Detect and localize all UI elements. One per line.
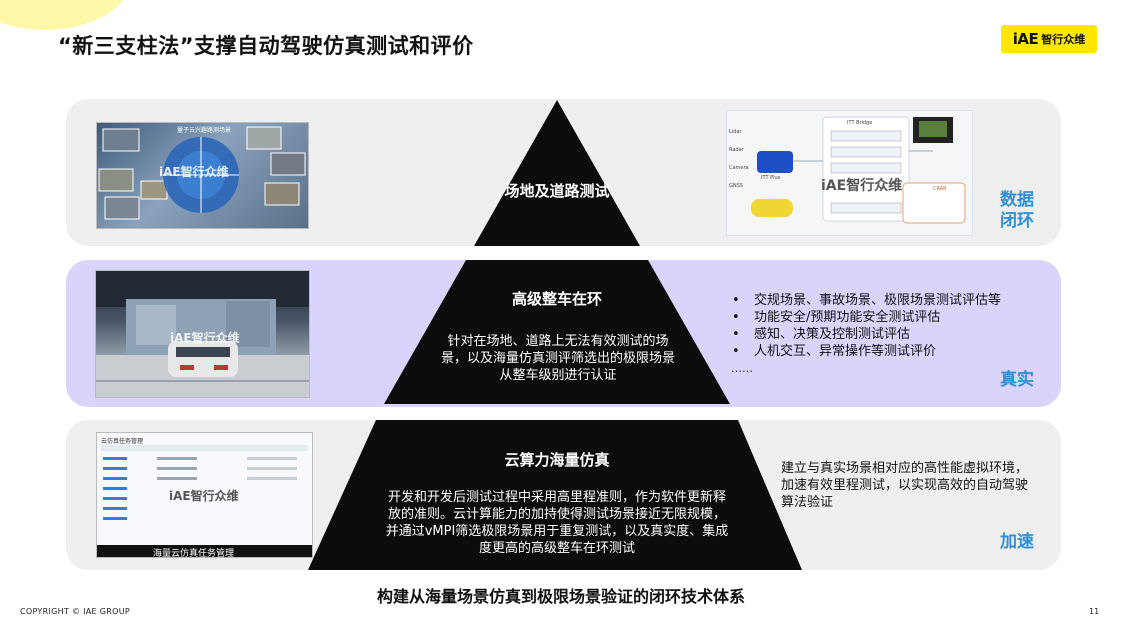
bullet-item: •交规场景、事故场景、极限场景测试评估等 <box>732 293 1002 308</box>
slide-title: “新三支柱法”支撑自动驾驶仿真测试和评价 <box>58 34 474 58</box>
cloud-task-screenshot: 云仿真任务管理 iAE智行众维 海量云仿真任务管理 <box>96 432 313 558</box>
itt-plus-label: ITT Plus <box>761 175 781 181</box>
logo-mark: iAE <box>1012 30 1039 48</box>
test-bridge-diagram: Lidar Radar Camera GNSS ITT Bridge ITT P… <box>726 110 973 236</box>
tier-top-title: 场地及道路测试 <box>504 182 610 200</box>
badge-data-closed-loop: 数据闭环 <box>1000 190 1034 231</box>
page-number: 11 <box>1089 607 1100 616</box>
bullet-item: •功能安全/预期功能安全测试评估 <box>732 310 941 325</box>
vehicle-photo-watermark: iAE智行众维 <box>170 331 240 345</box>
task-table-header: 云仿真任务管理 <box>101 438 144 445</box>
tier-bottom-title: 云算力海量仿真 <box>504 451 610 469</box>
sensor-radar: Radar <box>729 147 744 153</box>
sensor-gnss: GNSS <box>729 183 743 189</box>
middle-bullet-list: •交规场景、事故场景、极限场景测试评估等 •功能安全/预期功能安全测试评估 •感… <box>732 292 1032 360</box>
pyramid-tier-top <box>474 100 640 246</box>
vehicle-lab-graphic <box>96 271 309 397</box>
sensor-camera: Camera <box>729 165 749 171</box>
crab-label: CRAB <box>933 186 947 192</box>
bridge-diagram-graphic <box>751 116 966 224</box>
bullet-item: •感知、决策及控制测试评估 <box>732 327 911 342</box>
task-watermark: iAE智行众维 <box>169 489 239 503</box>
logo-name: 智行众维 <box>1041 33 1086 46</box>
bottom-right-text: 建立与真实场景相对应的高性能虚拟环境，加速有效里程测试，以实现高效的自动驾驶算法… <box>781 461 1029 510</box>
company-logo: iAE 智行众维 <box>1001 25 1097 53</box>
tier-middle-description: 针对在场地、道路上无法有效测试的场景，以及海量仿真测评筛选出的极限场景从整车级别… <box>440 334 675 383</box>
vehicle-in-loop-photo: iAE智行众维 <box>95 270 310 398</box>
bullet-item: •人机交互、异常操作等测试评价 <box>732 344 937 359</box>
tier-bottom-description: 开发和开发后测试过程中采用高里程准则，作为软件更新释放的准则。云计算能力的加持使… <box>385 490 729 556</box>
badge-accelerate: 加速 <box>1000 532 1034 552</box>
road-test-collage-image: iAE智行众维 量子云兴趣路测场景 <box>96 122 309 229</box>
collage-graphic <box>98 126 306 220</box>
collage-center-label: 量子云兴趣路测场景 <box>176 127 231 134</box>
sensor-lidar: Lidar <box>729 129 742 135</box>
copyright-text: COPYRIGHT © IAE GROUP <box>20 607 130 616</box>
badge-real: 真实 <box>1000 370 1034 390</box>
bridge-title: ITT Bridge <box>847 120 873 126</box>
collage-watermark: iAE智行众维 <box>159 165 229 179</box>
pyramid-tier-bottom <box>308 420 802 570</box>
task-caption: 海量云仿真任务管理 <box>153 549 235 558</box>
tier-middle-title: 高级整车在环 <box>511 290 602 308</box>
bullet-ellipsis: …… <box>731 362 753 375</box>
bottom-title: 构建从海量场景仿真到极限场景验证的闭环技术体系 <box>376 587 745 606</box>
sensor-list: Lidar Radar Camera GNSS <box>729 123 749 195</box>
diagram-watermark: iAE智行众维 <box>821 178 903 194</box>
task-table-graphic <box>97 445 312 557</box>
pyramid-tier-middle <box>384 260 730 404</box>
